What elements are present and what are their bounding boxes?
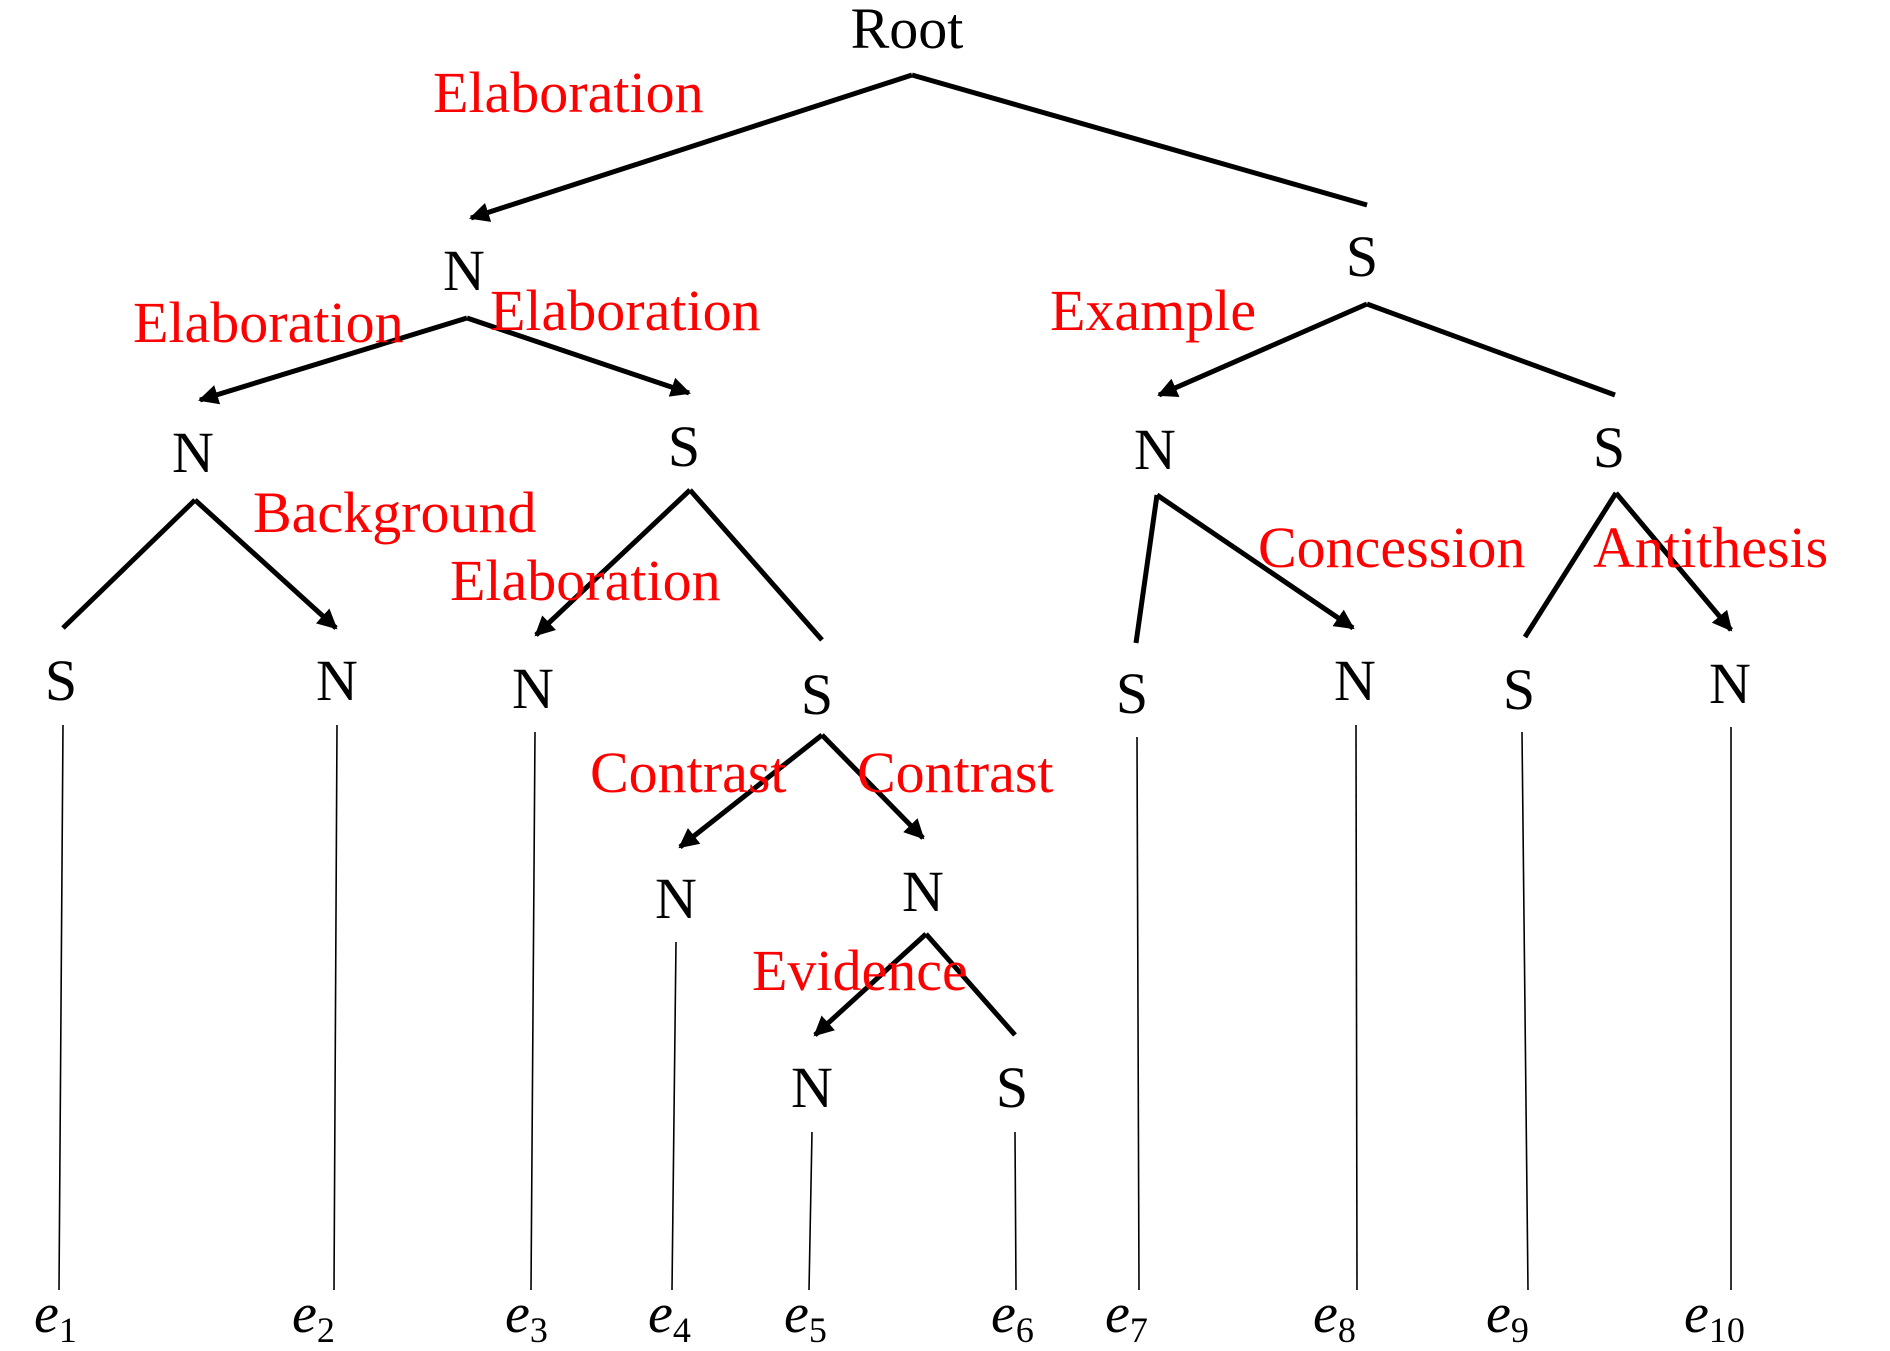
edge-nl2a-s bbox=[61, 498, 197, 630]
leaf-e8: e8 bbox=[1313, 1283, 1356, 1350]
node-n-l3-2: N bbox=[316, 648, 358, 713]
relation-s-l2d: Antithesis bbox=[1593, 515, 1828, 580]
node-n-l2a: N bbox=[172, 420, 214, 485]
leaf-line-2 bbox=[333, 724, 338, 1291]
leaf-e5: e5 bbox=[784, 1283, 827, 1350]
leaf-line-1 bbox=[58, 724, 64, 1291]
edge-root-n bbox=[469, 72, 913, 222]
edge-root-s bbox=[911, 72, 1368, 208]
relation-s-l3-4-left: Contrast bbox=[590, 740, 787, 805]
edge-nl1-n bbox=[198, 315, 468, 405]
leaf-e7: e7 bbox=[1105, 1283, 1148, 1350]
edge-sl34-n bbox=[678, 733, 824, 849]
relation-n-l4b: Evidence bbox=[752, 938, 968, 1003]
leaf-e4: e4 bbox=[648, 1283, 691, 1350]
tree-edges bbox=[61, 72, 1733, 1037]
relation-n-l2c: Concession bbox=[1258, 515, 1525, 580]
relation-n-l2a: Background bbox=[253, 480, 537, 545]
node-n-l4b: N bbox=[902, 859, 944, 924]
relation-s-l1: Example bbox=[1050, 278, 1256, 343]
leaf-line-6 bbox=[1014, 1131, 1017, 1291]
leaf-line-9 bbox=[1521, 731, 1529, 1291]
node-labels: Root N S N S N S S N N S S N S N N N N S bbox=[45, 0, 1751, 1120]
edge-sl2b-n bbox=[534, 488, 692, 637]
leaf-e10: e10 bbox=[1684, 1283, 1745, 1350]
node-s-l3-4: S bbox=[801, 662, 833, 727]
node-n-l2c: N bbox=[1134, 417, 1176, 482]
edge-nl2c-n bbox=[1155, 492, 1355, 631]
node-n-l5a: N bbox=[791, 1055, 833, 1120]
relation-labels: Elaboration Elaboration Elaboration Exam… bbox=[133, 60, 1828, 1003]
leaf-e9: e9 bbox=[1486, 1283, 1529, 1350]
edge-sl2d-s bbox=[1522, 491, 1619, 639]
node-s-l3-5: S bbox=[1116, 661, 1148, 726]
node-s-l3-1: S bbox=[45, 648, 77, 713]
edge-nl2a-n bbox=[193, 498, 338, 630]
relation-n-l1-left: Elaboration bbox=[133, 290, 404, 355]
edge-sl1-s bbox=[1366, 301, 1616, 398]
node-s-l3-7: S bbox=[1503, 657, 1535, 722]
node-n-l1: N bbox=[443, 238, 485, 303]
leaf-line-4 bbox=[671, 941, 677, 1291]
leaf-e2: e2 bbox=[292, 1283, 335, 1350]
leaf-e1: e1 bbox=[34, 1283, 77, 1350]
leaf-e3: e3 bbox=[505, 1283, 548, 1350]
leaf-line-8 bbox=[1355, 724, 1358, 1291]
edge-sl34-n2 bbox=[820, 733, 925, 840]
node-s-l1: S bbox=[1346, 224, 1378, 289]
node-n-l3-3: N bbox=[512, 656, 554, 721]
edge-nl2c-s bbox=[1133, 494, 1160, 644]
node-n-l3-8: N bbox=[1709, 651, 1751, 716]
node-root: Root bbox=[851, 0, 964, 61]
edge-sl2b-s bbox=[688, 488, 824, 642]
node-n-l4a: N bbox=[655, 866, 697, 931]
relation-s-l2b: Elaboration bbox=[450, 548, 721, 613]
edge-sl1-n bbox=[1157, 301, 1369, 398]
edge-nl4b-n bbox=[813, 932, 928, 1037]
edge-sl2d-n bbox=[1614, 491, 1733, 632]
node-n-l3-6: N bbox=[1334, 648, 1376, 713]
leaf-line-3 bbox=[530, 731, 536, 1291]
leaf-lines bbox=[58, 724, 1732, 1291]
leaf-line-5 bbox=[808, 1131, 813, 1291]
relation-n-l1-right: Elaboration bbox=[490, 278, 761, 343]
leaf-labels: e1 e2 e3 e4 e5 e6 e7 e8 e9 e10 bbox=[34, 1283, 1745, 1350]
node-s-l2d: S bbox=[1593, 415, 1625, 480]
edge-nl1-s bbox=[466, 315, 691, 397]
edge-nl4b-s bbox=[924, 932, 1017, 1037]
leaf-e6: e6 bbox=[991, 1283, 1034, 1350]
node-s-l5b: S bbox=[996, 1055, 1028, 1120]
leaf-line-7 bbox=[1136, 736, 1140, 1291]
node-s-l2b: S bbox=[668, 414, 700, 479]
relation-s-l3-4-right: Contrast bbox=[857, 740, 1054, 805]
relation-root: Elaboration bbox=[433, 60, 704, 125]
